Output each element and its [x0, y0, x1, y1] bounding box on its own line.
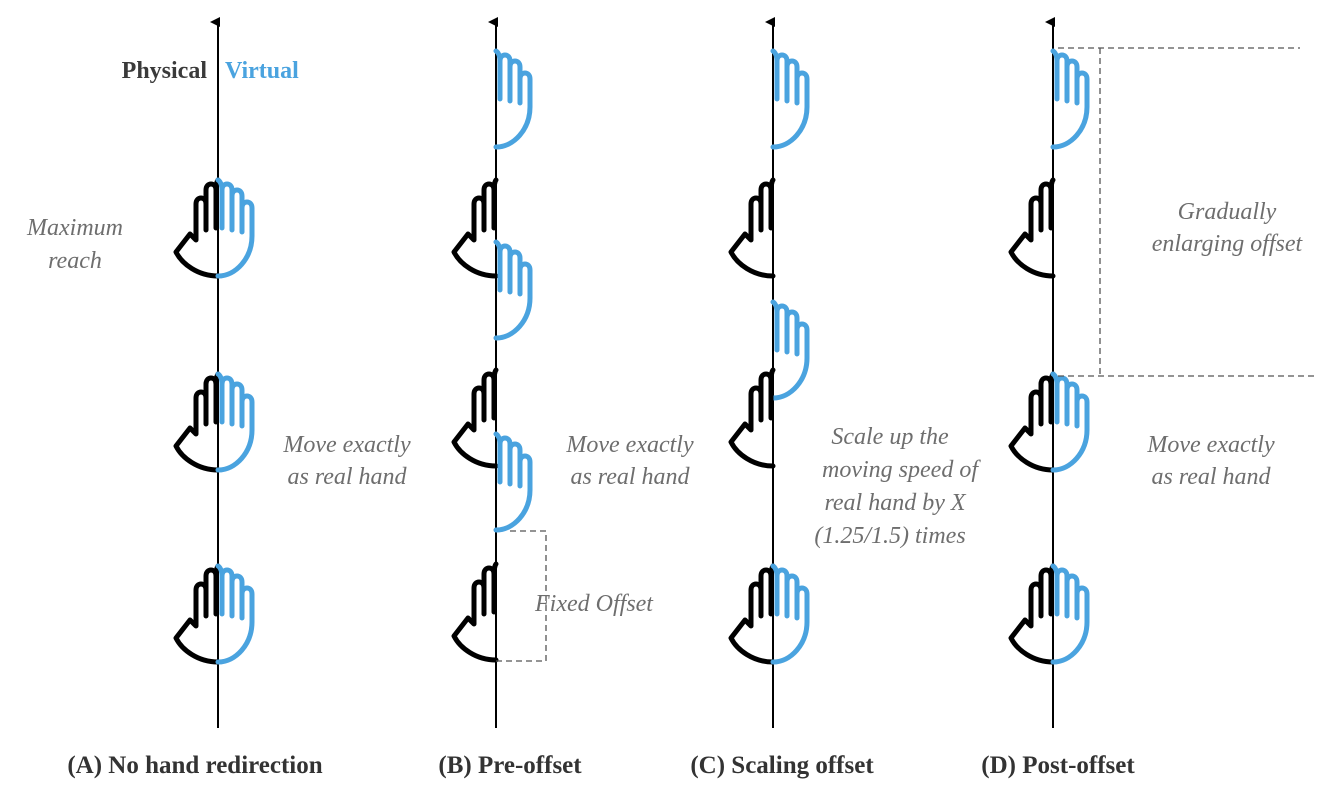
annotation-scale-line1: Scale up the: [831, 424, 949, 450]
panel-b-caption: (B) Pre-offset: [438, 752, 582, 779]
annotation-move-exactly-line1: Move exactly: [565, 432, 694, 458]
annotation-move-exactly-line1: Move exactly: [282, 432, 411, 458]
physical-hand-icon: [1011, 374, 1053, 470]
physical-hand-icon: [176, 566, 218, 662]
virtual-hand-icon: [1053, 566, 1087, 662]
physical-hand-icon: [731, 370, 773, 466]
annotation-fixed-offset: Fixed Offset: [534, 591, 654, 617]
physical-hand-icon: [176, 374, 218, 470]
annotation-scale-line4: (1.25/1.5) times: [814, 523, 965, 549]
virtual-hand-icon: [1053, 51, 1087, 147]
panel-a: Maximum reach Move exactly as real hand …: [26, 17, 411, 779]
panel-d-caption: (D) Post-offset: [981, 752, 1135, 779]
panel-c: Scale up the moving speed of real hand b…: [690, 17, 981, 779]
annotation-gradually-line2: enlarging offset: [1152, 231, 1304, 257]
physical-hand-icon: [731, 180, 773, 276]
physical-hand-icon: [1011, 180, 1053, 276]
physical-hand-icon: [454, 180, 496, 276]
virtual-hand-icon: [773, 302, 807, 398]
virtual-hand-icon: [496, 242, 530, 338]
virtual-hand-icon: [218, 180, 252, 276]
annotation-move-exactly-line2: as real hand: [287, 464, 407, 490]
physical-hand-icon: [1011, 566, 1053, 662]
virtual-hand-icon: [218, 566, 252, 662]
physical-hand-icon: [454, 370, 496, 466]
annotation-move-exactly-line2: as real hand: [1151, 464, 1271, 490]
virtual-hand-icon: [1053, 374, 1087, 470]
virtual-hand-icon: [218, 374, 252, 470]
physical-hand-icon: [731, 566, 773, 662]
annotation-scale-line2: moving speed of: [822, 457, 981, 483]
virtual-hand-icon: [773, 566, 807, 662]
annotation-gradually-line1: Gradually: [1178, 199, 1277, 225]
panel-c-caption: (C) Scaling offset: [690, 752, 874, 779]
virtual-hand-icon: [496, 51, 530, 147]
panel-d: Gradually enlarging offset Move exactly …: [981, 17, 1318, 779]
physical-hand-icon: [176, 180, 218, 276]
annotation-move-exactly-line2: as real hand: [570, 464, 690, 490]
panel-a-caption: (A) No hand redirection: [67, 752, 322, 779]
annotation-scale-line3: real hand by X: [824, 490, 966, 516]
physical-hand-icon: [454, 564, 496, 660]
legend-virtual-label: Virtual: [225, 58, 299, 84]
panel-b: Move exactly as real hand Fixed Offset (…: [438, 17, 694, 779]
annotation-maximum-reach-line2: reach: [48, 248, 102, 274]
annotation-move-exactly-line1: Move exactly: [1146, 432, 1275, 458]
virtual-hand-icon: [773, 51, 807, 147]
fixed-offset-bracket: [496, 530, 547, 662]
annotation-maximum-reach-line1: Maximum: [26, 215, 123, 241]
virtual-hand-icon: [496, 434, 530, 530]
legend-physical-label: Physical: [122, 58, 208, 84]
